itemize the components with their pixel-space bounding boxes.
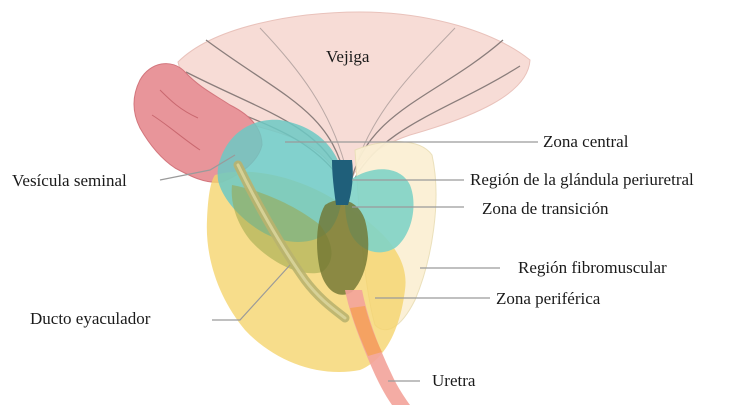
label-transition-zone: Zona de transición <box>482 199 609 218</box>
label-bladder: Vejiga <box>326 47 370 66</box>
label-central-zone: Zona central <box>543 132 629 151</box>
label-peripheral-zone: Zona periférica <box>496 289 601 308</box>
periurethral-region <box>332 160 353 205</box>
label-seminal-vesicle: Vesícula seminal <box>12 171 127 190</box>
label-periurethral-region: Región de la glándula periuretral <box>470 170 694 189</box>
label-fibromuscular-region: Región fibromuscular <box>518 258 667 277</box>
label-ejaculatory-duct: Ducto eyaculador <box>30 309 151 328</box>
label-urethra: Uretra <box>432 371 476 390</box>
